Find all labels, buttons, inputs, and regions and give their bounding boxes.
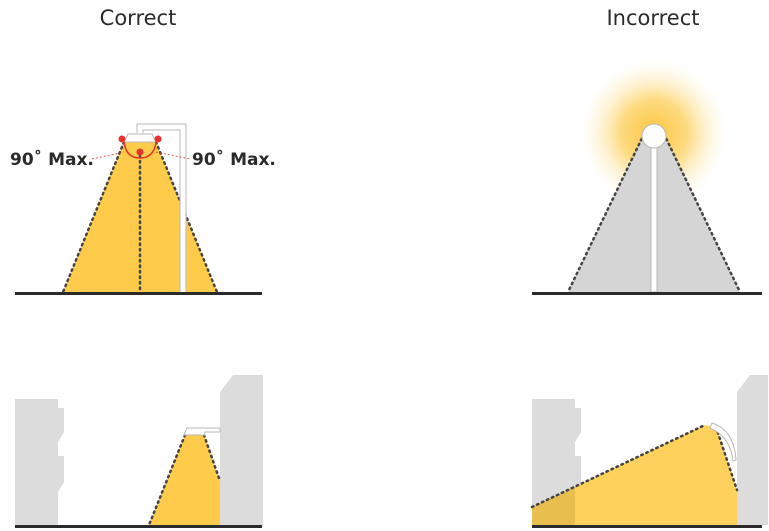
wall-fixture-correct <box>183 427 221 436</box>
incorrect-cone-edge-right <box>662 132 742 294</box>
angle-label-right: 90˚ Max. <box>192 150 276 170</box>
correct-fixture <box>123 133 157 143</box>
correct-street-light-scene <box>15 123 262 295</box>
wall-cone-edge-left <box>147 433 187 527</box>
correct-cone-edge-right <box>154 140 219 294</box>
wall-light-cone-incorrect <box>532 425 737 525</box>
wall-light-cone-correct <box>149 435 220 525</box>
wall-cone-edge-right <box>202 433 222 483</box>
correct-pole <box>137 124 186 292</box>
wall-cone-edge-top <box>530 423 707 509</box>
left-building-correct <box>15 399 64 525</box>
correct-pole-outline <box>136 123 187 292</box>
angle-label-left: 90˚ Max. <box>10 150 94 170</box>
angle-arc-left <box>123 141 141 159</box>
light-over-building-overlap <box>532 487 575 525</box>
correct-wall-light-scene <box>15 375 263 528</box>
globe-fixture <box>641 123 667 149</box>
incorrect-globe-light-scene <box>532 59 762 295</box>
angle-marker-center <box>136 148 144 156</box>
wall-cone-edge-side <box>714 425 739 492</box>
right-building-incorrect <box>737 375 768 525</box>
angle-leader-right <box>155 151 191 160</box>
heading-incorrect: Incorrect <box>606 6 700 30</box>
incorrect-pole <box>650 144 658 293</box>
heading-correct: Correct <box>99 6 177 30</box>
incorrect-wall-light-scene <box>530 375 768 528</box>
wall-fixture-incorrect <box>709 422 737 462</box>
angle-marker-left <box>118 135 126 143</box>
correct-cone-edge-left <box>61 140 126 294</box>
incorrect-cone-edge-left <box>566 132 646 294</box>
angle-leader-left <box>91 151 125 160</box>
angle-marker-right <box>154 135 162 143</box>
angle-arc-right <box>139 141 157 159</box>
right-building-correct <box>220 375 263 525</box>
